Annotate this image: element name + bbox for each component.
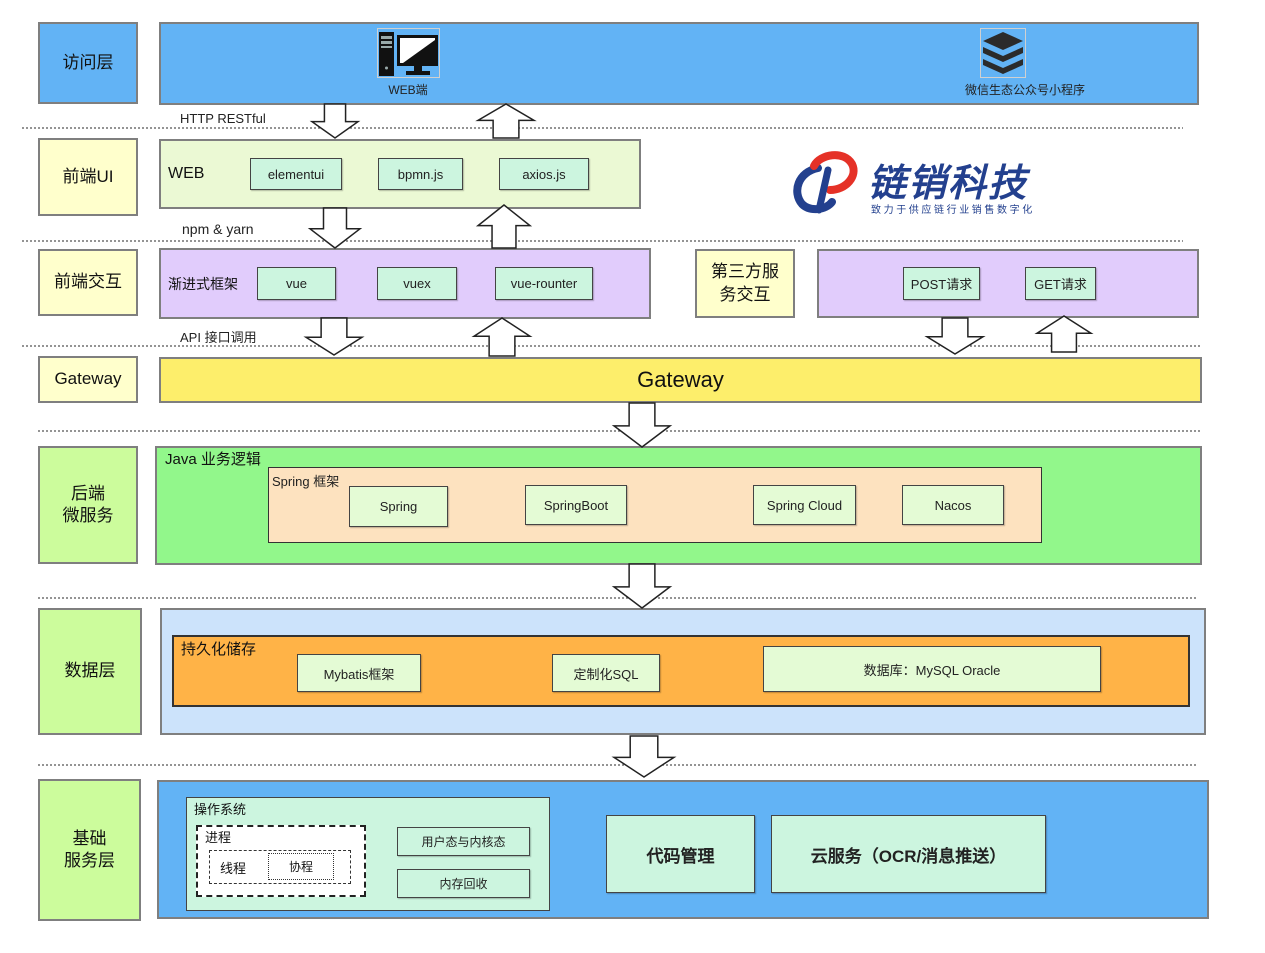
third-party-label: 第三方服 务交互 [695, 249, 795, 318]
thread-box: 线程 协程 [209, 850, 351, 884]
logo-name: 链销科技 [868, 163, 1029, 205]
backend-title: Java 业务逻辑 [165, 451, 261, 468]
memory-reclaim: 内存回收 [397, 869, 530, 898]
down-arrow [307, 207, 363, 249]
layer-label-backend: 后端 微服务 [38, 446, 138, 564]
wechat-client-label: 微信生态公众号小程序 [964, 83, 1085, 97]
lib-axios-js: axios.js [499, 158, 589, 190]
component-nacos: Nacos [902, 485, 1004, 525]
coroutine-box: 协程 [268, 853, 334, 880]
connector-label-api: API 接口调用 [180, 330, 257, 345]
lib-elementui: elementui [250, 158, 342, 190]
mybatis-framework: Mybatis框架 [297, 654, 421, 692]
spring-framework-title: Spring 框架 [272, 474, 340, 489]
down-arrow [924, 317, 986, 355]
up-arrow [475, 103, 537, 139]
cloud-services: 云服务（OCR/消息推送） [771, 815, 1046, 893]
custom-sql: 定制化SQL [552, 654, 660, 692]
database-mysql-oracle: 数据库：MySQL Oracle [763, 646, 1101, 692]
lib-bpmn-js: bpmn.js [378, 158, 463, 190]
logo-tagline: 致力于供应链行业销售数字化 [871, 205, 1035, 216]
get-request: GET请求 [1025, 267, 1096, 300]
data-panel: 持久化储存 Mybatis框架 定制化SQL 数据库：MySQL Oracle [160, 608, 1206, 735]
component-springboot: SpringBoot [525, 485, 627, 525]
backend-panel: Java 业务逻辑 Spring 框架 Spring SpringBoot Sp… [155, 446, 1202, 565]
spring-framework-panel: Spring 框架 Spring SpringBoot Spring Cloud… [268, 467, 1042, 543]
up-arrow [1034, 315, 1094, 353]
frontend-ui-panel: WEB elementui bpmn.js axios.js [159, 139, 641, 209]
coroutine-label: 协程 [288, 860, 313, 874]
down-arrow [309, 103, 361, 139]
layer-label-frontend-ui: 前端UI [38, 138, 138, 216]
persistence-panel: 持久化储存 Mybatis框架 定制化SQL 数据库：MySQL Oracle [172, 635, 1190, 707]
layer-label-gateway: Gateway [38, 356, 138, 403]
persistence-title: 持久化储存 [181, 641, 257, 658]
gateway-title: Gateway [637, 367, 724, 392]
up-arrow [471, 317, 533, 357]
down-arrow [611, 563, 673, 609]
web-client-label: WEB端 [388, 83, 428, 97]
lib-vue-router: vue-rounter [495, 267, 593, 300]
layer-label-frontend-interaction: 前端交互 [38, 249, 138, 316]
operating-system-panel: 操作系统 进程 线程 协程 用户态与内核态 内存回收 [186, 797, 550, 911]
lib-vue: vue [257, 267, 336, 300]
up-arrow [475, 204, 533, 249]
access-layer-panel: WEB端 微信生态公众号小程序 [159, 22, 1199, 105]
frontend-ui-title: WEB [168, 165, 205, 182]
connector-label-http: HTTP RESTful [180, 111, 266, 126]
post-request: POST请求 [903, 267, 980, 300]
down-arrow [303, 317, 365, 356]
component-spring-cloud: Spring Cloud [753, 485, 856, 525]
frontend-interaction-title: 渐进式框架 [168, 275, 238, 292]
company-logo: 链销科技 致力于供应链行业销售数字化 [780, 140, 1058, 218]
logo-mark-icon [793, 151, 858, 214]
process-label: 进程 [205, 830, 232, 845]
infrastructure-panel: 操作系统 进程 线程 协程 用户态与内核态 内存回收 代码管理 云服务（OCR/… [157, 780, 1209, 919]
code-management: 代码管理 [606, 815, 755, 893]
down-arrow [611, 735, 677, 778]
down-arrow [611, 402, 673, 448]
lib-vuex: vuex [377, 267, 457, 300]
process-box: 进程 线程 协程 [196, 825, 366, 897]
layer-label-access: 访问层 [38, 22, 138, 104]
desktop-computer-icon [377, 28, 440, 78]
layer-label-data: 数据层 [38, 608, 142, 735]
layers-stack-icon [980, 28, 1026, 78]
gateway-panel: Gateway [159, 357, 1202, 403]
third-party-request-panel: POST请求 GET请求 [817, 249, 1199, 318]
user-kernel-mode: 用户态与内核态 [397, 827, 530, 856]
layer-label-infrastructure: 基础 服务层 [38, 779, 141, 921]
operating-system-title: 操作系统 [194, 802, 247, 817]
component-spring: Spring [349, 486, 448, 527]
thread-label: 线程 [220, 860, 247, 876]
frontend-interaction-panel: 渐进式框架 vue vuex vue-rounter [159, 248, 651, 319]
connector-label-npm: npm & yarn [182, 221, 254, 237]
